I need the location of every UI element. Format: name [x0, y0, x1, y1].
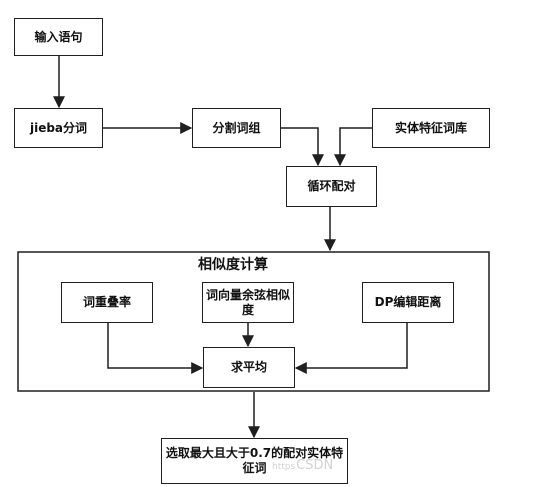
entity-lexicon-node: 实体特征词库 — [372, 108, 490, 148]
arrow-dp-to-average — [294, 323, 408, 374]
watermark-brand: CSDN — [296, 458, 334, 473]
similarity-container-frame — [17, 251, 490, 392]
jieba-segmentation-node: jieba分词 — [14, 108, 103, 148]
watermark-prefix: https — [272, 462, 296, 472]
csdn-watermark: httpsCSDN — [272, 458, 333, 473]
loop-match-node: 循环配对 — [286, 166, 377, 207]
arrow-split-to-loop — [281, 127, 324, 167]
input-sentence-node: 输入语句 — [14, 18, 103, 56]
arrow-overlap-to-average — [107, 323, 204, 374]
arrow-lexicon-to-loop — [334, 127, 373, 167]
similarity-container-title: 相似度计算 — [198, 257, 268, 273]
average-node: 求平均 — [203, 347, 295, 388]
split-words-node: 分割词组 — [192, 108, 281, 148]
term-overlap-node: 词重叠率 — [61, 282, 153, 323]
select-max-node: 选取最大且大于0.7的配对实体特征词 — [161, 438, 348, 484]
cosine-similarity-node: 词向量余弦相似度 — [202, 282, 294, 323]
dp-edit-distance-node: DP编辑距离 — [362, 282, 454, 323]
